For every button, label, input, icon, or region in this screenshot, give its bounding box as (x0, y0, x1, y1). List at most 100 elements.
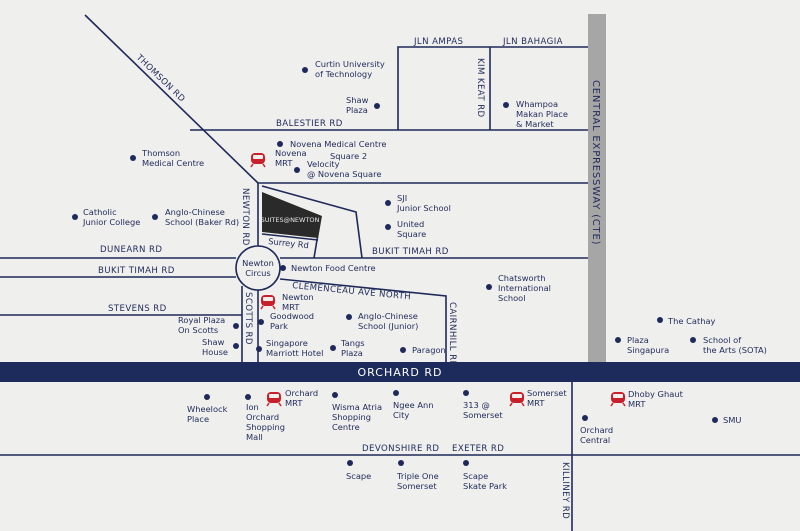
mrt-train-icon (610, 392, 626, 407)
poi-label: Anglo-Chinese (358, 311, 418, 321)
location-dot-icon (332, 392, 338, 398)
poi-label: Centre (332, 422, 360, 432)
poi-label: Wheelock (187, 404, 228, 414)
poi-smu: SMU (712, 415, 742, 425)
newton-circus-label-2: Circus (245, 268, 270, 278)
poi-label: Shaw (202, 337, 225, 347)
location-dot-icon (657, 317, 663, 323)
location-dot-icon (712, 417, 718, 423)
poi-velocity: Velocity@ Novena Square (294, 159, 381, 179)
poi-label: @ Novena Square (307, 169, 381, 179)
poi-label: Somerset (397, 481, 437, 491)
poi-cathay: The Cathay (657, 316, 716, 326)
location-dot-icon (385, 200, 391, 206)
poi-label: Park (270, 321, 288, 331)
poi-newton-food: Newton Food Centre (280, 263, 376, 273)
road-label-cairnhill: CAIRNHILL RD (447, 302, 457, 368)
poi-label: Scape (463, 471, 488, 481)
poi-label: Catholic (83, 207, 117, 217)
poi-label: Shopping (332, 412, 371, 422)
location-dot-icon (72, 214, 78, 220)
location-dot-icon (280, 265, 286, 271)
poi-label: SJI (397, 193, 407, 203)
poi-label: Newton (282, 292, 314, 302)
cte-label: CENTRAL EXPRESSWAY (CTE) (590, 80, 601, 245)
poi-s313: 313 @Somerset (463, 390, 503, 420)
poi-label: MRT (282, 302, 300, 312)
poi-label: Square (397, 229, 426, 239)
poi-label: Anglo-Chinese (165, 207, 225, 217)
newton-circus-label-1: Newton (242, 258, 274, 268)
poi-label: Chatsworth (498, 273, 546, 283)
project-logo: SUITES@NEWTON (261, 216, 320, 224)
poi-label: MRT (275, 158, 293, 168)
poi-label: Singapura (627, 345, 669, 355)
poi-label: Medical Centre (142, 158, 204, 168)
mrt-train-icon (250, 153, 266, 168)
poi-label: Paragon (412, 345, 446, 355)
road-label-balestier: BALESTIER RD (276, 119, 343, 129)
poi-label: Newton Food Centre (291, 263, 376, 273)
location-dot-icon (463, 390, 469, 396)
location-dot-icon (204, 394, 210, 400)
road-label-newton: NEWTON RD (240, 188, 250, 246)
poi-label: Ngee Ann (393, 400, 434, 410)
poi-label: International (498, 283, 551, 293)
location-dot-icon (346, 314, 352, 320)
location-dot-icon (294, 167, 300, 173)
poi-label: United (397, 219, 424, 229)
poi-label: House (202, 347, 228, 357)
poi-label: Royal Plaza (178, 315, 225, 325)
location-dot-icon (130, 155, 136, 161)
poi-square2: Square 2 (330, 151, 367, 161)
clemenceau-cairnhill-road (279, 278, 447, 362)
poi-label: School (498, 293, 526, 303)
poi-label: Square 2 (330, 151, 367, 161)
poi-label: of Technology (315, 69, 372, 79)
poi-label: Somerset (527, 388, 567, 398)
poi-label: On Scotts (178, 325, 218, 335)
road-label-exeter: EXETER RD (452, 444, 504, 454)
poi-label: Scape (346, 471, 371, 481)
poi-label: MRT (285, 398, 303, 408)
mrt-train-icon (509, 392, 525, 407)
location-dot-icon (233, 323, 239, 329)
orchard-road-band (0, 362, 800, 382)
road-label-surrey: Surrey Rd (268, 236, 310, 250)
poi-novena-medical: Novena Medical Centre (277, 139, 386, 149)
poi-label: Makan Place (516, 109, 568, 119)
jln-ampas-road (397, 46, 588, 130)
poi-label: Skate Park (463, 481, 507, 491)
poi-label: Junior College (82, 217, 140, 227)
poi-label: Ion (246, 402, 259, 412)
poi-label: Triple One (396, 471, 439, 481)
cte-band (588, 14, 606, 362)
poi-label: Shopping (246, 422, 285, 432)
location-dot-icon (258, 319, 264, 325)
poi-label: 313 @ (463, 400, 490, 410)
road-label-stevens: STEVENS RD (108, 304, 167, 314)
location-dot-icon (302, 67, 308, 73)
location-dot-icon (277, 141, 283, 147)
poi-label: Goodwood (270, 311, 314, 321)
road-label-devonshire: DEVONSHIRE RD (362, 444, 439, 454)
poi-label: School of (703, 335, 742, 345)
